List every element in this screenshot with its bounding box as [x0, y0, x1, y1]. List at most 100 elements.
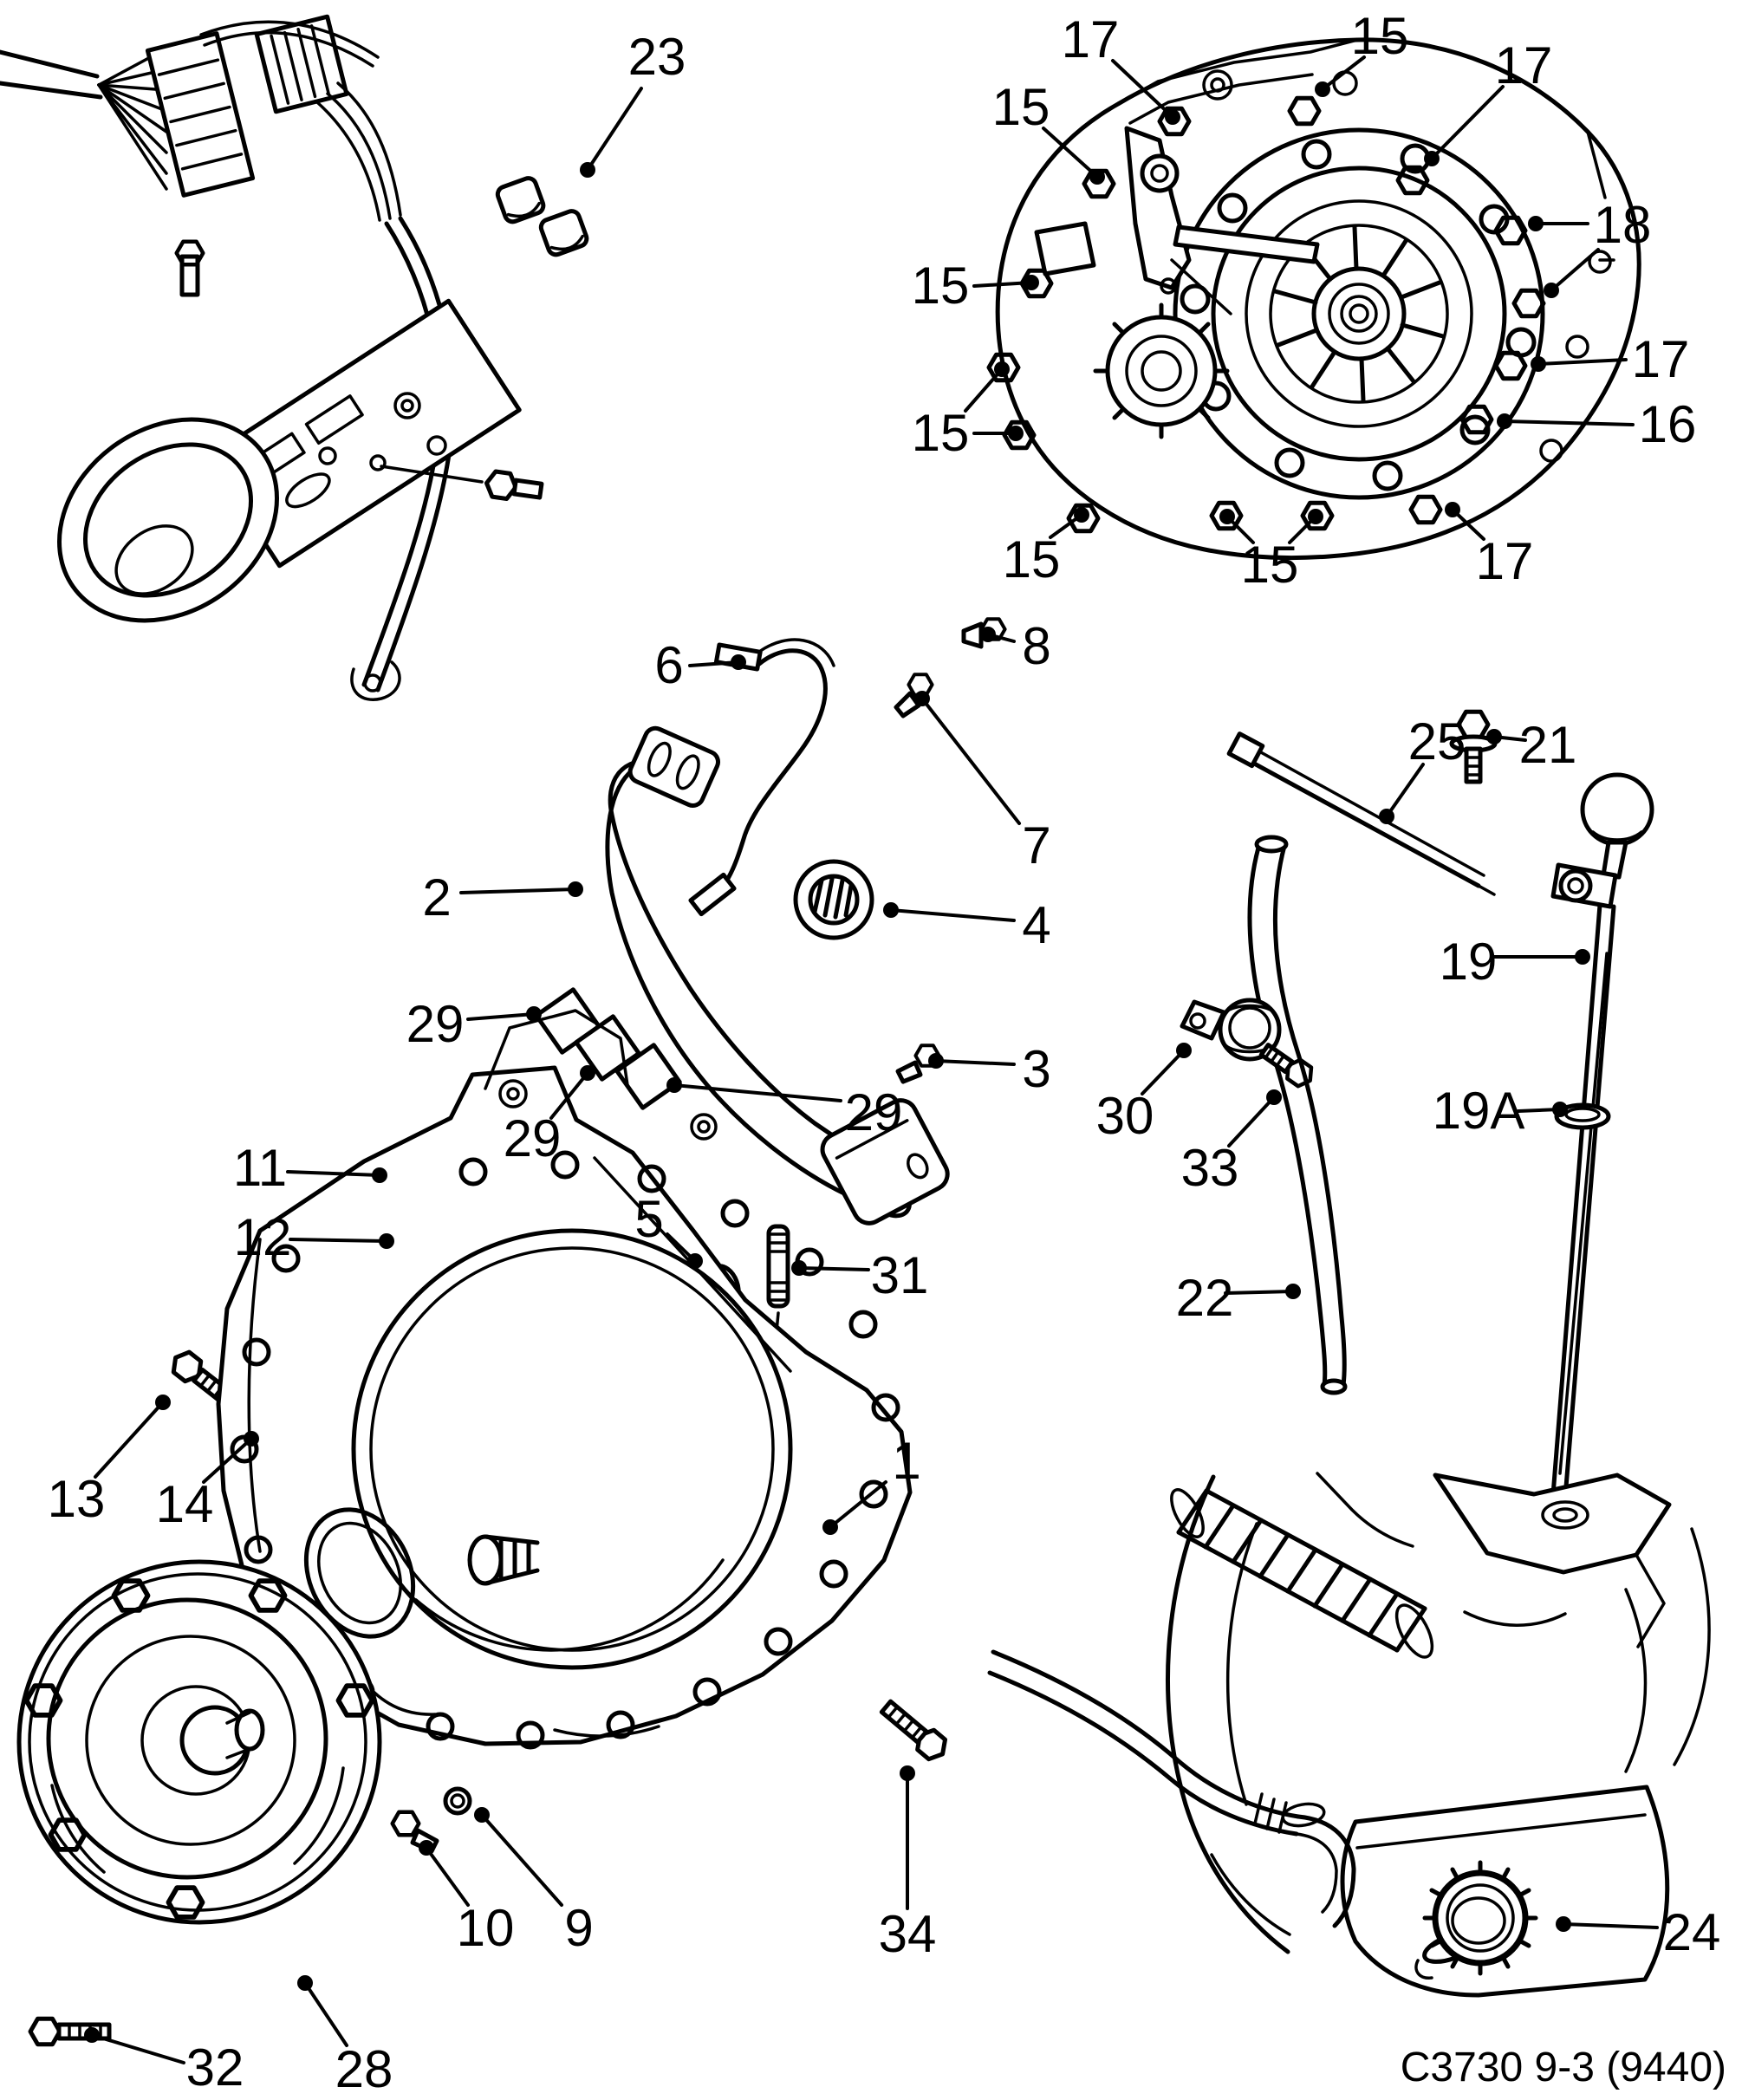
- needle-bearing-drawing: [793, 859, 874, 940]
- gear-drawing: [1093, 302, 1230, 439]
- part-callout-17-top-left: 17: [1061, 10, 1120, 68]
- leader-dot-25: [1379, 809, 1394, 824]
- oil-filler-cap-drawing: [1414, 1860, 1538, 1980]
- clamp-30-drawing: [1180, 998, 1282, 1062]
- transmission-end-cover-drawing: [989, 37, 1641, 561]
- plug-8-drawing: [961, 619, 1005, 649]
- part-callout-16: 16: [1638, 395, 1697, 453]
- dipstick-drawing: [1549, 772, 1654, 1525]
- leader-dot-32: [84, 2027, 100, 2043]
- leader-line-13: [94, 1401, 165, 1479]
- vehicle-installation-view-drawing: [987, 1472, 1711, 1998]
- leader-dot-13: [155, 1395, 171, 1410]
- leader-line-15-upper-left: [1042, 127, 1099, 179]
- leader-line-3: [934, 1059, 1016, 1066]
- bolt-21-drawing: [1449, 712, 1498, 784]
- part-callout-29-right: 29: [844, 1083, 903, 1141]
- leader-dot-18: [1544, 283, 1559, 298]
- part-callout-28: 28: [335, 2040, 393, 2098]
- part-callout-15-bottom-left: 15: [1002, 530, 1061, 588]
- leader-line-1: [829, 1480, 887, 1529]
- leader-line-22: [1224, 1290, 1295, 1295]
- bolt-32-drawing: [30, 2019, 112, 2044]
- part-callout-23: 23: [627, 28, 686, 86]
- leader-dot-8: [980, 627, 996, 642]
- cable-tie-drawing: [1226, 731, 1496, 896]
- drain-hose-drawing: [1247, 835, 1348, 1395]
- leader-dot-12: [379, 1233, 394, 1249]
- leader-dot-15-lower-left: [994, 361, 1010, 377]
- part-callout-1: 1: [892, 1432, 921, 1490]
- leader-dot-30: [1176, 1043, 1192, 1058]
- leader-line-4: [889, 908, 1016, 922]
- part-callout-9: 9: [564, 1899, 594, 1957]
- leader-dot-7: [914, 691, 930, 706]
- part-callout-10: 10: [456, 1899, 515, 1957]
- part-callout-30: 30: [1095, 1087, 1154, 1145]
- leader-line-33: [1227, 1096, 1276, 1148]
- leader-line-12: [289, 1238, 388, 1243]
- leader-dot-15-lower-left: [1008, 426, 1024, 441]
- part-callout-22: 22: [1175, 1269, 1234, 1327]
- leader-dot-17-bottom: [1445, 502, 1460, 517]
- leader-dot-11: [372, 1167, 387, 1183]
- plug-3-drawing: [895, 1045, 939, 1084]
- leader-line-15-top: [1321, 55, 1366, 91]
- leader-line-2: [459, 887, 577, 894]
- leader-line-25: [1385, 763, 1425, 818]
- part-callout-19A: 19A: [1432, 1082, 1525, 1140]
- part-callout-32: 32: [185, 2038, 244, 2097]
- part-callout-5: 5: [634, 1190, 664, 1248]
- leader-line-29-right: [673, 1083, 842, 1102]
- leader-dot-3: [928, 1053, 944, 1069]
- leader-dot-5: [687, 1253, 703, 1269]
- leader-line-32: [90, 2033, 185, 2064]
- part-callout-29-bottom: 29: [503, 1109, 562, 1167]
- part-callout-8: 8: [1022, 617, 1051, 675]
- part-callout-15-lower-left: 15: [911, 404, 970, 462]
- leader-dot-23: [580, 162, 595, 178]
- part-callout-24: 24: [1662, 1903, 1721, 1961]
- shift-linkage-drawing: [1034, 126, 1320, 315]
- leader-line-31: [797, 1266, 870, 1271]
- leader-line-11: [286, 1170, 381, 1177]
- part-callout-14: 14: [155, 1475, 214, 1533]
- leader-dot-17-top-left: [1165, 109, 1180, 125]
- part-callout-2: 2: [422, 868, 452, 926]
- part-callout-19: 19: [1439, 933, 1498, 991]
- leader-dot-19A: [1552, 1102, 1568, 1117]
- part-callout-7: 7: [1022, 816, 1051, 874]
- leader-line-16: [1503, 419, 1635, 426]
- leader-dot-28: [297, 1975, 313, 1991]
- leader-dot-29-right: [666, 1077, 682, 1093]
- leader-dot-1: [822, 1519, 838, 1535]
- leader-line-24: [1562, 1922, 1659, 1929]
- leader-line-15-left: [972, 281, 1033, 288]
- leader-dot-15-top: [1315, 81, 1330, 97]
- leader-line-14: [202, 1437, 253, 1484]
- leader-dot-10: [419, 1840, 434, 1856]
- leader-dot-17-right: [1531, 356, 1546, 372]
- oring-9-drawing: [443, 1786, 472, 1816]
- part-callout-15-top: 15: [1350, 7, 1409, 65]
- part-callout-31: 31: [870, 1246, 929, 1304]
- part-callout-17-right: 17: [1631, 330, 1690, 388]
- harness-stud-drawing: [177, 242, 204, 297]
- torque-converter-drawing: [16, 1559, 382, 1925]
- leader-line-23: [586, 87, 643, 172]
- part-callout-12: 12: [233, 1208, 292, 1266]
- leader-dot-2: [568, 881, 583, 897]
- leader-line-10: [425, 1846, 470, 1907]
- leader-line-29-bottom: [549, 1071, 589, 1120]
- leader-dot-17-top-right: [1424, 151, 1440, 166]
- leader-dot-6: [731, 654, 746, 670]
- part-callout-33: 33: [1180, 1139, 1239, 1197]
- part-callout-21: 21: [1518, 716, 1577, 774]
- leader-line-29-left: [466, 1012, 536, 1021]
- bolt-34-drawing: [879, 1699, 951, 1764]
- leader-dot-29-left: [526, 1006, 542, 1022]
- part-callout-15-upper-left: 15: [991, 78, 1050, 136]
- figure-caption: C3730 9-3 (9440): [1400, 2045, 1726, 2091]
